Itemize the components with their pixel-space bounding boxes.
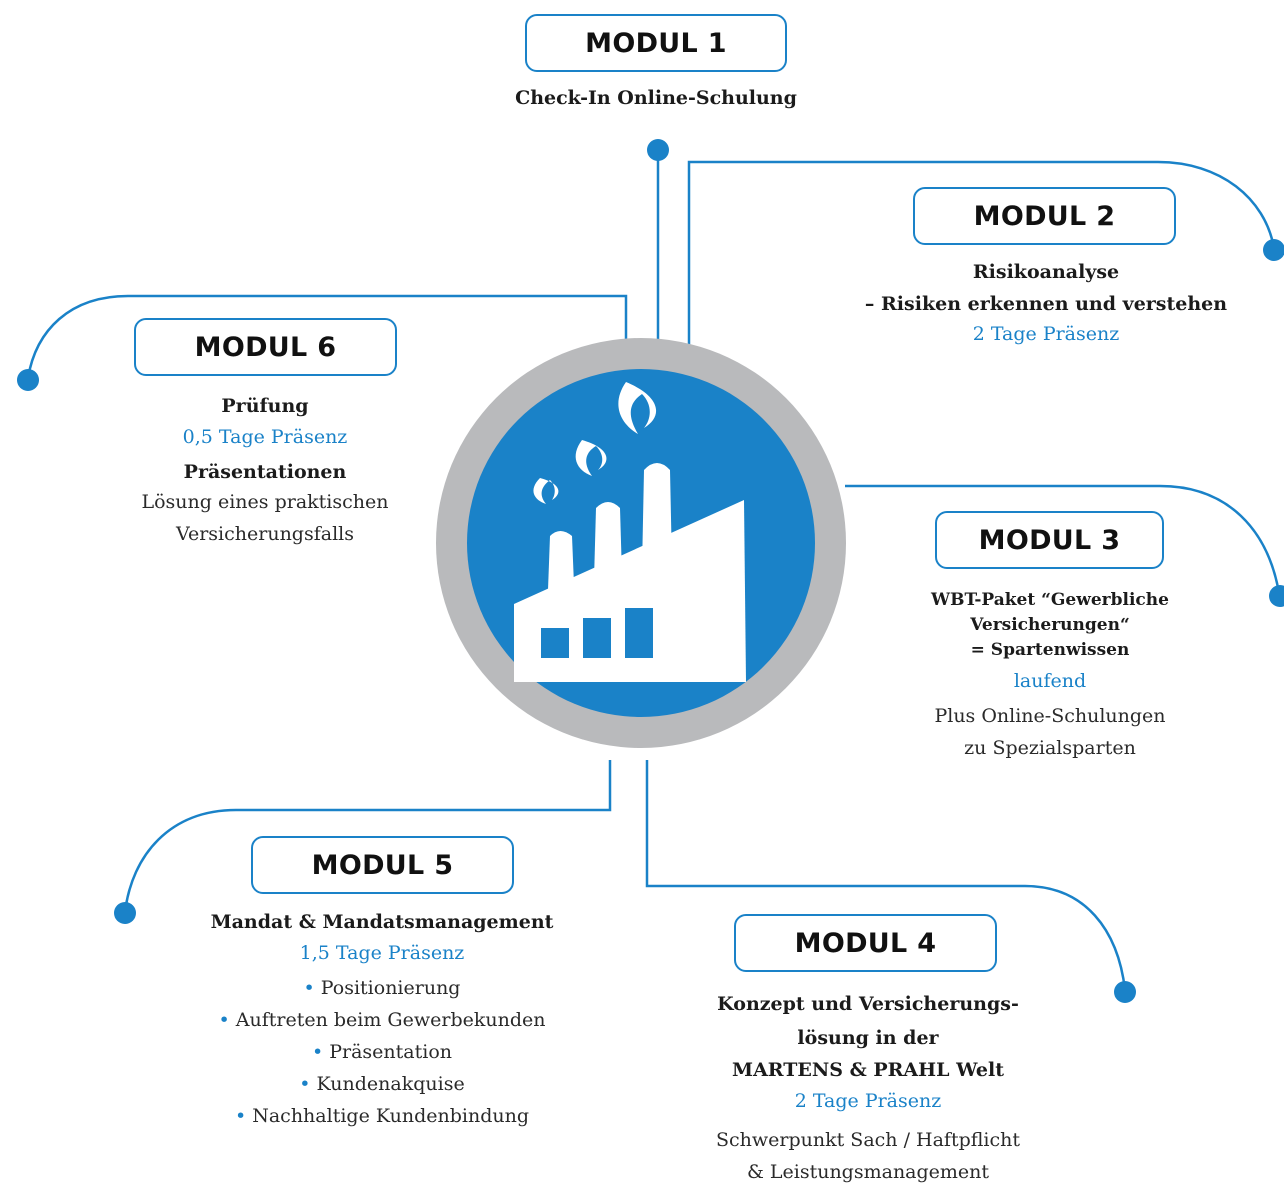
- modul-6-line1: Prüfung: [221, 395, 309, 417]
- dot-modul-1: [647, 139, 669, 161]
- bullet-icon: •: [234, 1105, 247, 1127]
- modul-2-title: MODUL 2: [973, 200, 1116, 232]
- modul-6-box: MODUL 6: [134, 318, 397, 376]
- modul-4-duration: 2 Tage Präsenz: [794, 1090, 942, 1112]
- factory-icon: [436, 338, 846, 748]
- bullet-icon: •: [299, 1073, 311, 1095]
- modul-4-line3: MARTENS & PRAHL Welt: [732, 1059, 1004, 1081]
- connector-modul-2: [687, 160, 1276, 345]
- modul-5-bullet-item: • Nachhaltige Kundenbindung: [166, 1100, 598, 1132]
- modul-3-duration: laufend: [1013, 670, 1087, 692]
- connector-modul-3: [845, 484, 1281, 594]
- modul-1-text: Check-In Online-Schulung: [456, 84, 856, 112]
- modul-5-bullet-text: Positionierung: [320, 977, 461, 999]
- modul-5-bullet-item: • Präsentation: [166, 1036, 598, 1068]
- modul-5-bullet-item: • Positionierung: [166, 972, 598, 1004]
- modul-5-bullet-text: Auftreten beim Gewerbekunden: [235, 1009, 546, 1031]
- modul-5-title: MODUL 5: [311, 849, 454, 881]
- modul-5-box: MODUL 5: [251, 836, 514, 894]
- modul-6-note1: Lösung eines praktischen: [141, 491, 389, 513]
- modul-6-line2: Präsentationen: [183, 461, 347, 483]
- modul-5-bullet-text: Kundenakquise: [316, 1073, 465, 1095]
- dot-modul-4: [1114, 981, 1136, 1003]
- connector-modul-6: [26, 294, 628, 379]
- modul-6-text: Prüfung 0,5 Tage Präsenz Präsentationen …: [100, 392, 430, 550]
- modul-1-box: MODUL 1: [525, 14, 787, 72]
- connector-modul-5: [123, 760, 612, 913]
- modul-6-note2: Versicherungsfalls: [176, 523, 354, 545]
- modul-5-bullet-item: • Kundenakquise: [166, 1068, 598, 1100]
- modul-3-line2: Versicherungen“: [970, 615, 1130, 635]
- modul-3-note2: zu Spezialsparten: [964, 737, 1136, 759]
- modul-3-box: MODUL 3: [935, 511, 1164, 569]
- modul-5-bullet-text: Nachhaltige Kundenbindung: [252, 1105, 530, 1127]
- modul-5-bullet-item: • Auftreten beim Gewerbekunden: [166, 1004, 598, 1036]
- modul-1-line1: Check-In Online-Schulung: [515, 87, 797, 109]
- modul-4-note1: Schwerpunkt Sach / Haftpflicht: [716, 1129, 1020, 1151]
- dot-modul-3: [1269, 585, 1284, 607]
- modul-3-line3: = Spartenwissen: [970, 640, 1130, 660]
- modul-4-line1: Konzept und Versicherungs-: [717, 993, 1019, 1015]
- modul-6-title: MODUL 6: [194, 331, 337, 363]
- bullet-icon: •: [303, 977, 315, 999]
- modul-3-note1: Plus Online-Schulungen: [934, 705, 1166, 727]
- bullet-icon: •: [218, 1009, 230, 1031]
- bullet-icon: •: [311, 1041, 324, 1063]
- modul-2-line2: – Risiken erkennen und verstehen: [864, 293, 1228, 315]
- modul-5-duration: 1,5 Tage Präsenz: [299, 942, 465, 964]
- modul-3-text: WBT-Paket “Gewerbliche Versicherungen“ =…: [880, 588, 1220, 764]
- modul-4-title: MODUL 4: [794, 927, 937, 959]
- modul-5-line1: Mandat & Mandatsmanagement: [210, 911, 554, 933]
- modul-2-duration: 2 Tage Präsenz: [972, 323, 1120, 345]
- modul-3-line1: WBT-Paket “Gewerbliche: [931, 590, 1169, 610]
- modul-4-note2: & Leistungsmanagement: [746, 1161, 990, 1183]
- modul-5-bullet-text: Präsentation: [329, 1041, 453, 1063]
- dot-modul-6: [17, 369, 39, 391]
- modul-4-line2: lösung in der: [797, 1027, 939, 1049]
- modul-4-box: MODUL 4: [734, 914, 997, 972]
- modul-2-text: Risikoanalyse – Risiken erkennen und ver…: [830, 258, 1262, 349]
- dot-modul-2: [1263, 239, 1284, 261]
- modul-6-duration: 0,5 Tage Präsenz: [182, 426, 348, 448]
- modul-1-title: MODUL 1: [585, 27, 727, 59]
- modul-5-text: Mandat & Mandatsmanagement 1,5 Tage Präs…: [166, 908, 598, 1132]
- modul-4-text: Konzept und Versicherungs- lösung in der…: [668, 987, 1068, 1188]
- modul-2-line1: Risikoanalyse: [972, 261, 1120, 283]
- modul-3-title: MODUL 3: [978, 524, 1121, 556]
- connector-modul-4: [645, 760, 1127, 991]
- modul-2-box: MODUL 2: [913, 187, 1176, 245]
- dot-modul-5: [114, 902, 136, 924]
